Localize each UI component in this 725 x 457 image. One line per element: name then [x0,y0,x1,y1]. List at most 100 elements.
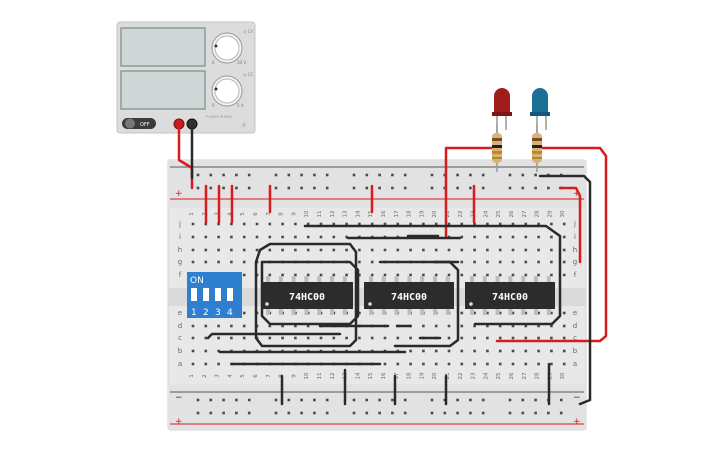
cv-indicator: ◎ CV [243,29,254,34]
black-wire-dip-1[interactable] [206,332,342,340]
column-number-top: 7 [266,212,272,216]
row-letter: b [573,347,578,355]
column-number-top: 12 [330,211,336,218]
rail-plus-bottom-left: + [175,417,183,427]
dip-on-label: ON [190,276,204,286]
black-wire-top-long[interactable] [303,224,562,326]
row-letter: i [574,233,576,241]
column-number-top: 21 [445,211,451,218]
dip-toggle-4[interactable] [227,288,233,301]
chip-2[interactable]: 74HC00 [364,276,454,315]
row-letter: e [178,309,182,317]
column-number-top: 22 [458,211,464,218]
rail-plus-top-left: + [175,189,183,199]
column-number-bottom: 1 [189,374,195,378]
column-number-top: 29 [547,210,553,217]
black-wire-loop-1[interactable] [254,242,358,348]
column-number-bottom: 23 [471,372,477,379]
column-number-bottom: 4 [227,374,233,378]
column-number-top: 17 [394,210,400,217]
column-number-bottom: 30 [560,372,566,379]
row-letter: i [179,233,181,241]
column-number-bottom: 19 [419,372,425,379]
column-number-bottom: 25 [496,372,502,379]
black-wire-right-rail[interactable] [538,174,592,406]
column-number-bottom: 5 [240,374,246,378]
dip-number-2: 2 [203,308,209,318]
column-number-bottom: 14 [355,372,361,379]
column-number-bottom: 26 [509,372,515,379]
column-number-top: 26 [509,210,515,217]
voltage-max-label: 30 V [237,60,246,65]
blue-led[interactable] [530,88,550,140]
dip-number-1: 1 [191,308,197,318]
red-led-wire[interactable] [444,146,499,238]
dip-toggle-1[interactable] [191,288,197,301]
red-led[interactable] [492,88,512,140]
column-number-bottom: 21 [445,373,451,380]
rail-minus-bottom-left: − [175,393,183,403]
column-number-top: 9 [291,212,297,216]
column-number-top: 5 [240,212,246,216]
row-letter: c [573,334,577,342]
row-letter: d [573,322,577,330]
dip-toggle-3[interactable] [215,288,221,301]
dip-switch[interactable]: ON 1 2 3 4 [187,272,242,318]
row-letter: a [573,360,577,368]
voltage-min-label: 0 [212,60,215,65]
row-letter: f [179,271,182,279]
row-letter: g [573,258,577,266]
column-number-top: 14 [355,210,361,217]
rail-plus-bottom-right: + [573,417,581,427]
chip-3[interactable]: 74HC00 [465,276,555,315]
cc-indicator: ◎ CC [243,72,254,77]
dip-toggle-2[interactable] [203,288,209,301]
column-number-top: 24 [483,210,489,217]
column-number-bottom: 18 [407,372,413,379]
column-number-top: 18 [407,210,413,217]
row-letter: j [178,220,181,228]
power-supply[interactable]: 0 30 V 0 5 A ◎ CV ◎ CC OFF POWER SUPPLY … [116,21,256,134]
current-max-label: 5 A [237,103,244,108]
column-number-bottom: 28 [535,372,541,379]
rail-minus-bottom-right: − [573,393,581,403]
column-number-bottom: 11 [317,373,323,380]
column-number-top: 30 [560,210,566,217]
resistor-2[interactable] [532,124,542,172]
column-number-bottom: 27 [522,372,528,379]
row-letter: c [178,334,182,342]
resistor-1[interactable] [492,124,502,172]
column-number-bottom: 7 [266,374,272,378]
right-rail-jumper[interactable] [558,186,582,264]
column-number-bottom: 29 [547,372,553,379]
column-number-bottom: 6 [253,374,259,378]
row-letter: h [178,246,182,254]
bolt-icon: ⚡ [241,121,247,130]
column-number-bottom: 15 [368,372,374,379]
wires[interactable] [177,122,608,406]
power-supply-label: POWER SUPPLY [206,115,234,119]
column-number-bottom: 20 [432,372,438,379]
column-number-bottom: 12 [330,373,336,380]
dip-number-3: 3 [215,308,221,318]
dip-number-4: 4 [227,308,233,318]
row-letter: f [574,271,577,279]
black-wire-loop-2[interactable] [260,260,360,326]
row-letter: e [573,309,577,317]
row-letter: d [178,322,182,330]
chip-1[interactable]: 74HC00 [261,276,353,315]
column-number-top: 6 [253,212,259,216]
column-number-top: 15 [368,210,374,217]
column-number-bottom: 3 [215,374,221,378]
row-letter: b [178,347,183,355]
column-number-top: 3 [215,212,221,216]
row-letter: j [573,220,576,228]
blue-led-wire[interactable] [495,146,608,343]
row-letter: g [178,258,182,266]
current-display [120,70,206,110]
column-number-top: 1 [189,212,195,216]
column-number-top: 16 [381,210,387,217]
column-number-top: 8 [279,212,285,216]
